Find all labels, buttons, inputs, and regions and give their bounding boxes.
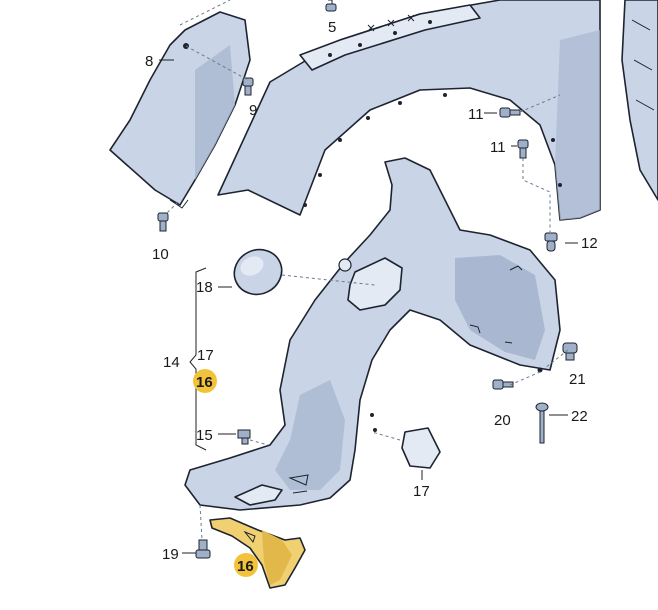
wheel-arch-liner xyxy=(184,157,561,511)
callout-12: 12 xyxy=(581,235,598,252)
liner-opening xyxy=(347,257,403,311)
leader-lines xyxy=(159,59,578,554)
badge-16-upper xyxy=(193,369,217,393)
pillar-edge-body xyxy=(621,0,658,201)
bolt-19 xyxy=(195,539,211,559)
callout-19: 19 xyxy=(162,546,179,563)
fender-holes xyxy=(303,20,562,207)
clip-15 xyxy=(237,429,251,445)
bracket-shadow xyxy=(195,45,235,180)
callout-20: 20 xyxy=(494,412,511,429)
fender-panel xyxy=(217,0,601,221)
cover-cap-square xyxy=(401,427,441,469)
clip-12 xyxy=(544,232,558,252)
highlight-badges xyxy=(193,369,258,577)
callout-14: 14 xyxy=(163,354,180,371)
callout-16b: 16 xyxy=(237,558,254,575)
liner-floor-opening xyxy=(234,484,283,506)
bolt-20 xyxy=(492,379,514,390)
liner-body xyxy=(184,157,561,511)
callout-21: 21 xyxy=(569,371,586,388)
liner-extension-highlighted xyxy=(209,517,306,589)
a-pillar-edge xyxy=(621,0,658,201)
callout-9: 9 xyxy=(249,102,257,119)
clip-21 xyxy=(562,342,578,361)
callout-5: 5 xyxy=(328,19,336,36)
cover-cap-round xyxy=(233,248,283,296)
bolt-5 xyxy=(325,0,337,12)
fender-body xyxy=(217,0,601,221)
bolt-11b xyxy=(517,139,529,159)
fasteners xyxy=(157,0,578,559)
callout-22: 22 xyxy=(571,408,588,425)
fender-x-marks xyxy=(367,14,415,32)
bolt-11a xyxy=(499,107,521,118)
rivet-22 xyxy=(535,402,549,444)
callout-17a: 17 xyxy=(197,347,214,364)
callout-8: 8 xyxy=(145,53,153,70)
callout-17b: 17 xyxy=(413,483,430,500)
bolt-10 xyxy=(157,212,169,232)
fender-top-flange xyxy=(299,4,481,71)
liner-lower-shade xyxy=(275,380,345,490)
fender-shadow xyxy=(555,30,600,220)
callout-11b: 11 xyxy=(490,139,506,156)
badge-16-lower xyxy=(234,553,258,577)
callout-11a: 11 xyxy=(468,106,484,123)
callout-16a: 16 xyxy=(196,374,213,391)
liner-inner-shade xyxy=(455,255,545,360)
splash-guard-bracket xyxy=(109,11,251,209)
callout-10: 10 xyxy=(152,246,169,263)
callouts: 5 8 9 10 11 11 12 18 14 17 16 15 17 21 2… xyxy=(145,19,598,575)
assembly-lines xyxy=(165,0,569,541)
callout-18: 18 xyxy=(196,279,213,296)
bolt-9 xyxy=(242,77,254,96)
callout-15: 15 xyxy=(196,427,213,444)
